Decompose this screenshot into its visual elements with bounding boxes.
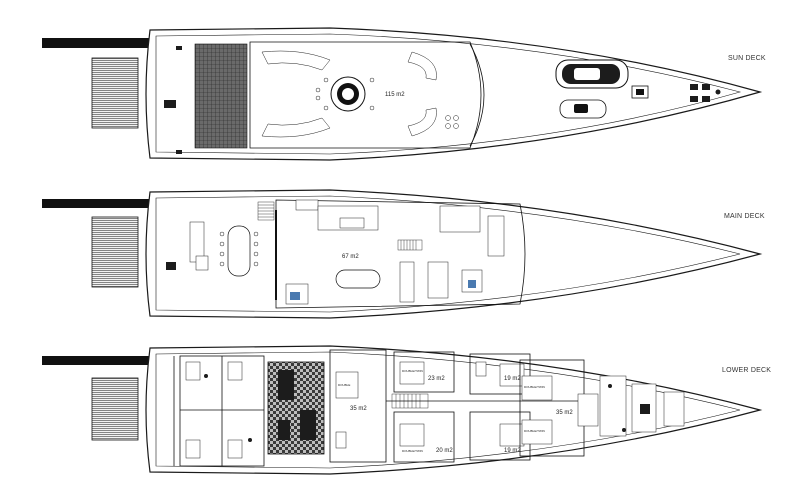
main-deck-plan: 67 m2 MAIN DECK [42, 189, 765, 319]
lower-deck-plan: DOUBLE 35 m2 DOUBLE/TWIN 23 m2 DOUBLE/TW… [42, 345, 771, 475]
guest-cabin-stbd-2: 19 m2 [469, 411, 531, 461]
saloon-dining-table [335, 269, 381, 289]
svg-text:35 m2: 35 m2 [556, 410, 573, 416]
forward-crew-area [577, 375, 685, 437]
svg-text:19 m2: 19 m2 [504, 448, 521, 454]
aft-dining-table [227, 225, 251, 277]
svg-text:35 m2: 35 m2 [350, 406, 367, 412]
sunbed-area [194, 43, 248, 149]
lower-swim-platform [91, 377, 139, 441]
main-davit-arm [42, 199, 150, 208]
svg-text:DOUBLE/TWIN: DOUBLE/TWIN [524, 429, 545, 433]
svg-text:19 m2: 19 m2 [504, 376, 521, 382]
engine-room [267, 361, 325, 455]
anchor-winches [690, 84, 721, 102]
main-swim-platform [91, 216, 139, 288]
sun-deck-plan: 115 m2 SUN DECK [42, 27, 766, 161]
master-cabin-forward: DOUBLE/TWIN DOUBLE/TWIN 35 m2 [519, 359, 585, 457]
sun-deck-area-label: 115 m2 [385, 92, 405, 98]
sun-deck-label: SUN DECK [728, 55, 766, 62]
swim-platform [91, 57, 139, 129]
guest-cabin-port-2: 19 m2 [469, 353, 531, 395]
svg-text:DOUBLE/TWIN: DOUBLE/TWIN [402, 449, 423, 453]
lower-deck-label: LOWER DECK [722, 367, 771, 374]
svg-text:20 m2: 20 m2 [436, 448, 453, 454]
davit-arm [42, 38, 150, 48]
deck-chairs [315, 77, 459, 129]
lower-davit-arm [42, 356, 150, 365]
svg-text:DOUBLE/TWIN: DOUBLE/TWIN [524, 385, 545, 389]
main-deck-label: MAIN DECK [724, 213, 765, 220]
guest-cabin-port-1: DOUBLE/TWIN 23 m2 [393, 351, 455, 393]
crew-cabins [179, 355, 265, 467]
guest-cabin-stbd-1: DOUBLE/TWIN 20 m2 [393, 411, 455, 463]
guest-cabin-aft: DOUBLE 35 m2 [329, 349, 387, 463]
main-saloon [275, 199, 526, 309]
svg-text:DOUBLE/TWIN: DOUBLE/TWIN [402, 369, 423, 373]
main-staircase [257, 201, 423, 251]
svg-text:23 m2: 23 m2 [428, 376, 445, 382]
main-deck-area-label: 67 m2 [342, 254, 359, 260]
svg-text:DOUBLE: DOUBLE [338, 383, 350, 387]
aft-dining-chairs [219, 231, 259, 267]
